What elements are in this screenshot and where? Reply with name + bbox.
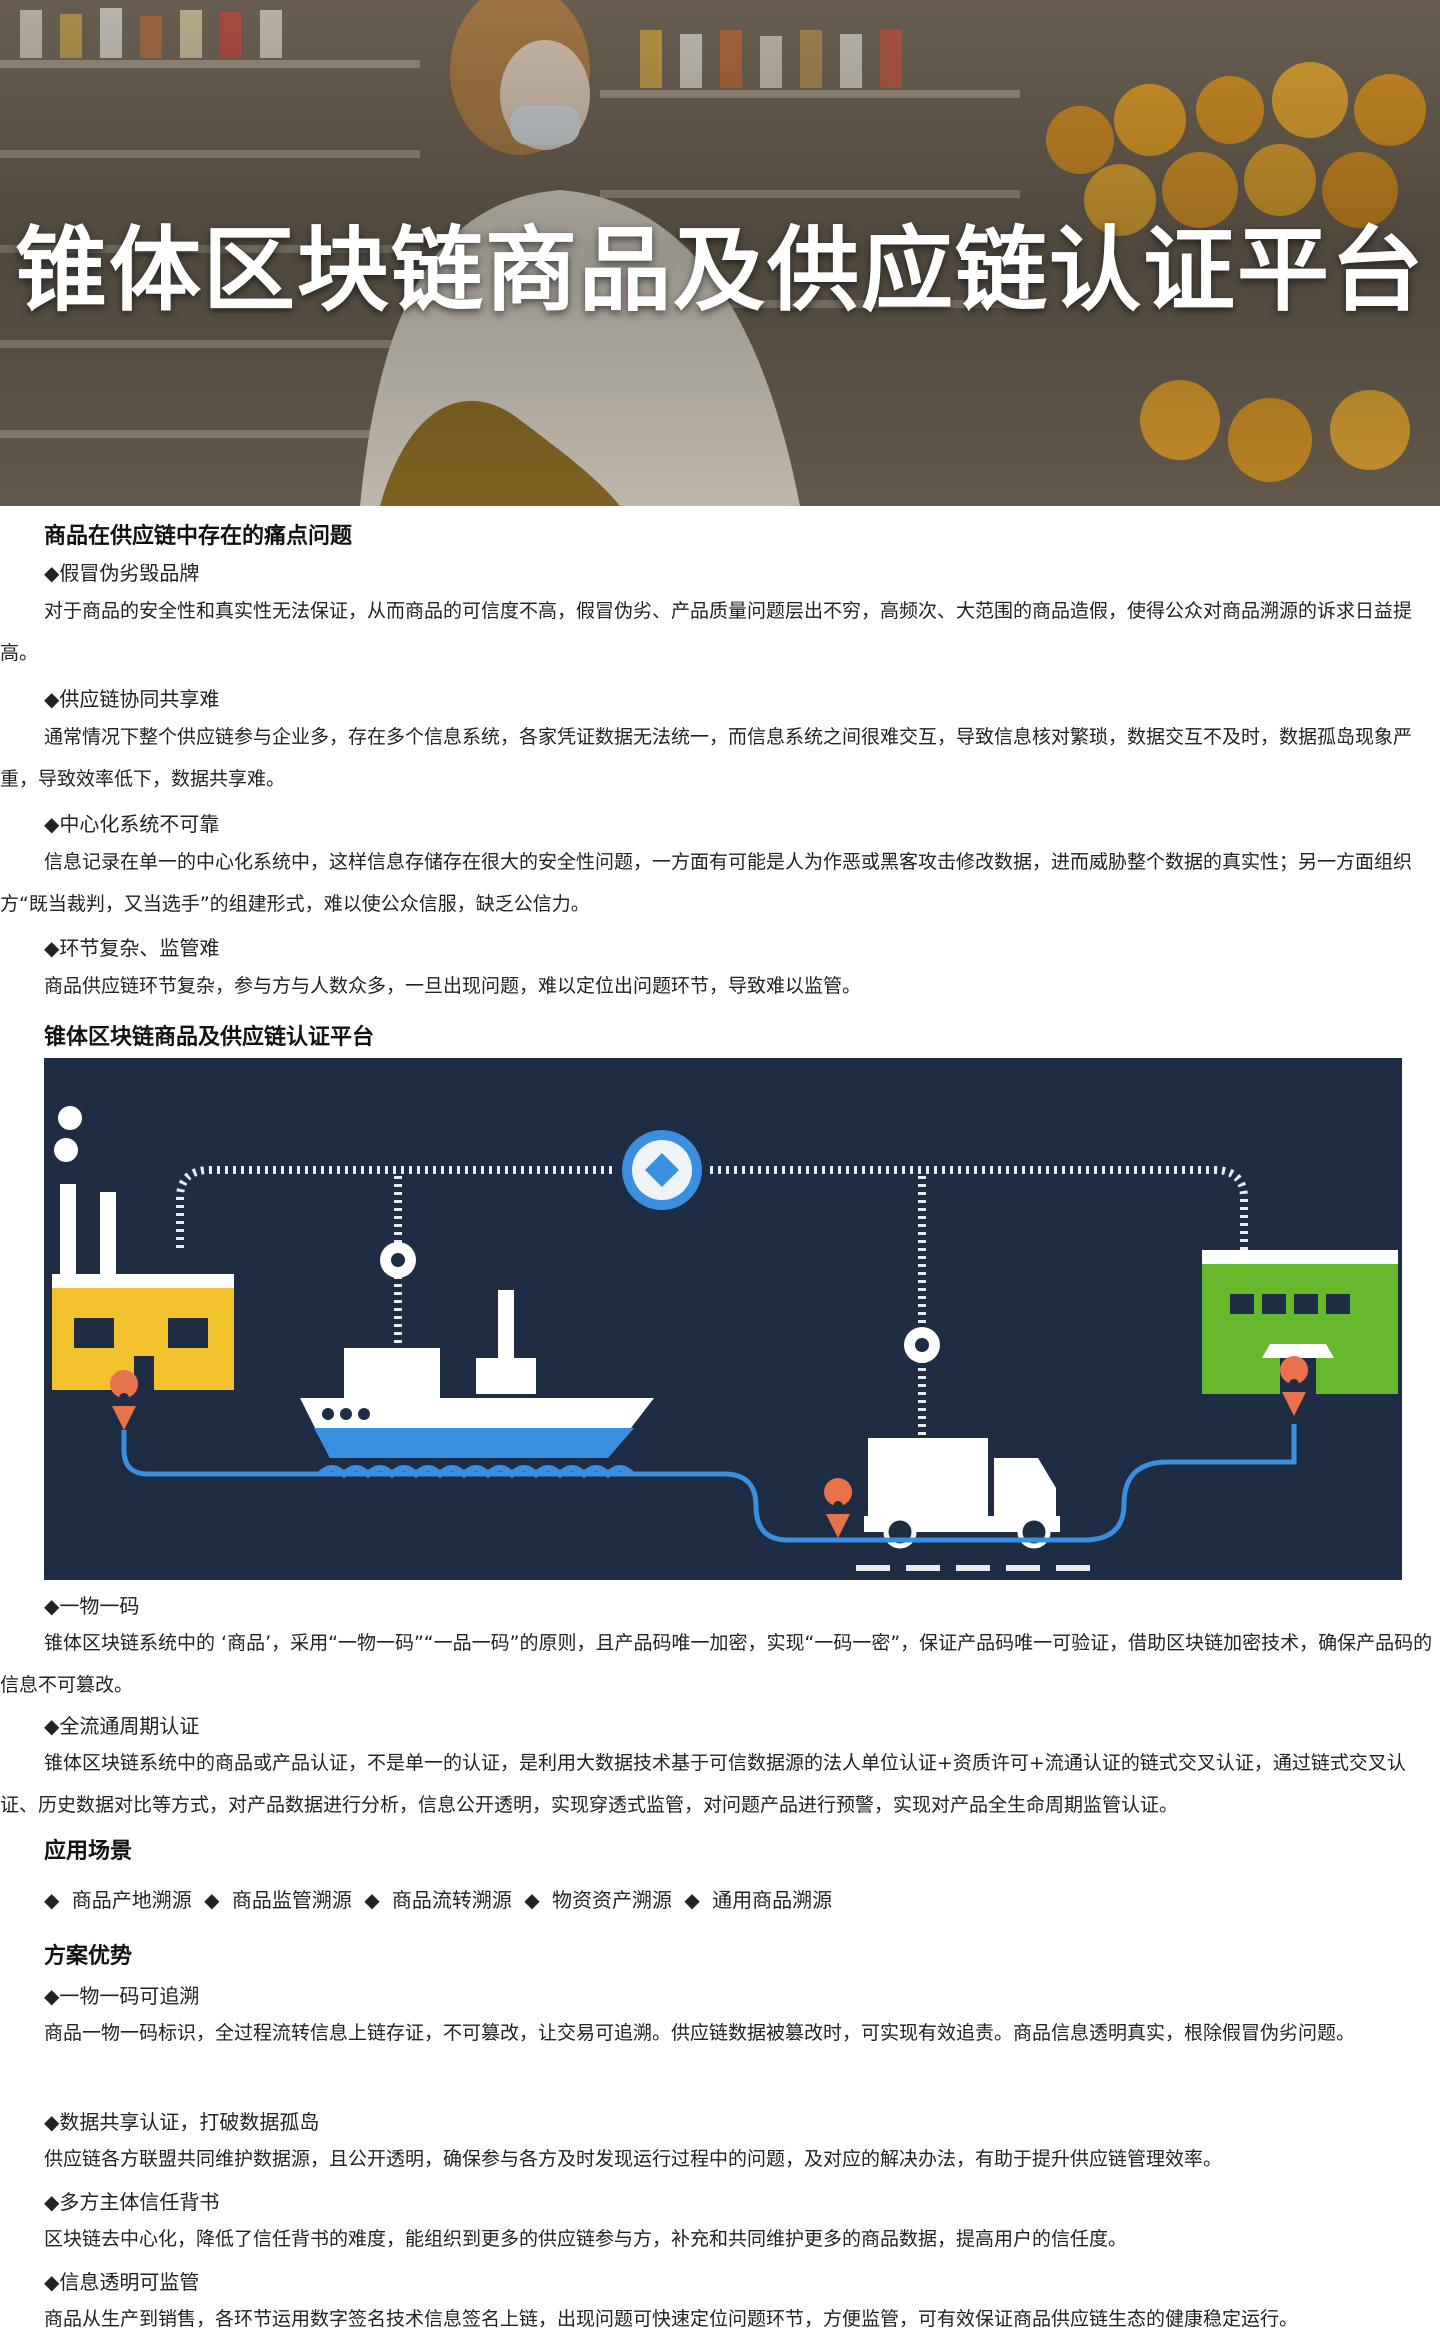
section-heading-platform: 锥体区块链商品及供应链认证平台: [44, 1025, 375, 1050]
hero-banner: 锥体区块链商品及供应链认证平台: [0, 0, 1440, 506]
factory-icon: [52, 1106, 234, 1390]
bullet-text: 锥体区块链系统中的商品或产品认证，不是单一的认证，是利用大数据技术基于可信数据源…: [0, 1752, 1406, 1816]
bullet-title: ◆中心化系统不可靠: [44, 812, 220, 836]
bullet-title: ◆一物一码: [44, 1594, 140, 1618]
ship-icon: [300, 1290, 654, 1458]
bullet-text: 商品从生产到销售，各环节运用数字签名技术信息签名上链，出现问题可快速定位问题环节…: [44, 2308, 1299, 2330]
truck-icon: [864, 1438, 1060, 1549]
diagram-background: [44, 1058, 1402, 1580]
bullet-text: 对于商品的安全性和真实性无法保证，从而商品的可信度不高，假冒伪劣、产品质量问题层…: [0, 600, 1413, 664]
bullet-text: 商品供应链环节复杂，参与方与人数众多，一旦出现问题，难以定位出问题环节，导致难以…: [44, 975, 862, 997]
bullet-title: ◆全流通周期认证: [44, 1714, 200, 1738]
delivery-route: [121, 1424, 1297, 1543]
bullet-title: ◆环节复杂、监管难: [44, 936, 220, 960]
bullet-title: ◆一物一码可追溯: [44, 1984, 200, 2008]
bullet-text: 供应链各方联盟共同维护数据源，且公开透明，确保参与各方及时发现运行过程中的问题，…: [44, 2148, 1223, 2170]
section-heading-scenarios: 应用场景: [44, 1839, 133, 1864]
supply-chain-diagram: [44, 1058, 1402, 1580]
bullet-text: 信息记录在单一的中心化系统中，这样信息存储存在很大的安全性问题，一方面有可能是人…: [0, 851, 1413, 915]
bullet-title: ◆信息透明可监管: [44, 2270, 200, 2294]
route-top-left: [176, 1166, 614, 1248]
bullet-text: 通常情况下整个供应链参与企业多，存在多个信息系统，各家凭证数据无法统一，而信息系…: [0, 726, 1413, 790]
bullet-title: ◆供应链协同共享难: [44, 687, 220, 711]
scenario-list: ◆ 商品产地溯源 ◆ 商品监管溯源 ◆ 商品流转溯源 ◆ 物资资产溯源 ◆ 通用…: [44, 1888, 833, 1912]
location-pin-icon: [824, 1478, 853, 1538]
bullet-text: 区块链去中心化，降低了信任背书的难度，能组织到更多的供应链参与方，补充和共同维护…: [44, 2228, 1128, 2250]
section-heading-advantages: 方案优势: [44, 1944, 133, 1969]
bullet-text: 锥体区块链系统中的 ‘商品’，采用“一物一码”“一品一码”的原则，且产品码唯一加…: [0, 1632, 1433, 1696]
hero-title: 锥体区块链商品及供应链认证平台: [14, 217, 1425, 324]
bullet-title: ◆多方主体信任背书: [44, 2190, 220, 2214]
bullet-text: 商品一物一码标识，全过程流转信息上链存证，不可篡改，让交易可追溯。供应链数据被篡…: [44, 2022, 1356, 2044]
location-pin-icon: [110, 1370, 139, 1430]
location-pin-icon: [1280, 1356, 1309, 1416]
hero-background-image: [0, 0, 1440, 506]
section-heading-pain-points: 商品在供应链中存在的痛点问题: [44, 524, 353, 549]
bullet-title: ◆假冒伪劣毁品牌: [44, 561, 200, 585]
route-top-right: [710, 1166, 1248, 1258]
bullet-title: ◆数据共享认证，打破数据孤岛: [44, 2110, 320, 2134]
